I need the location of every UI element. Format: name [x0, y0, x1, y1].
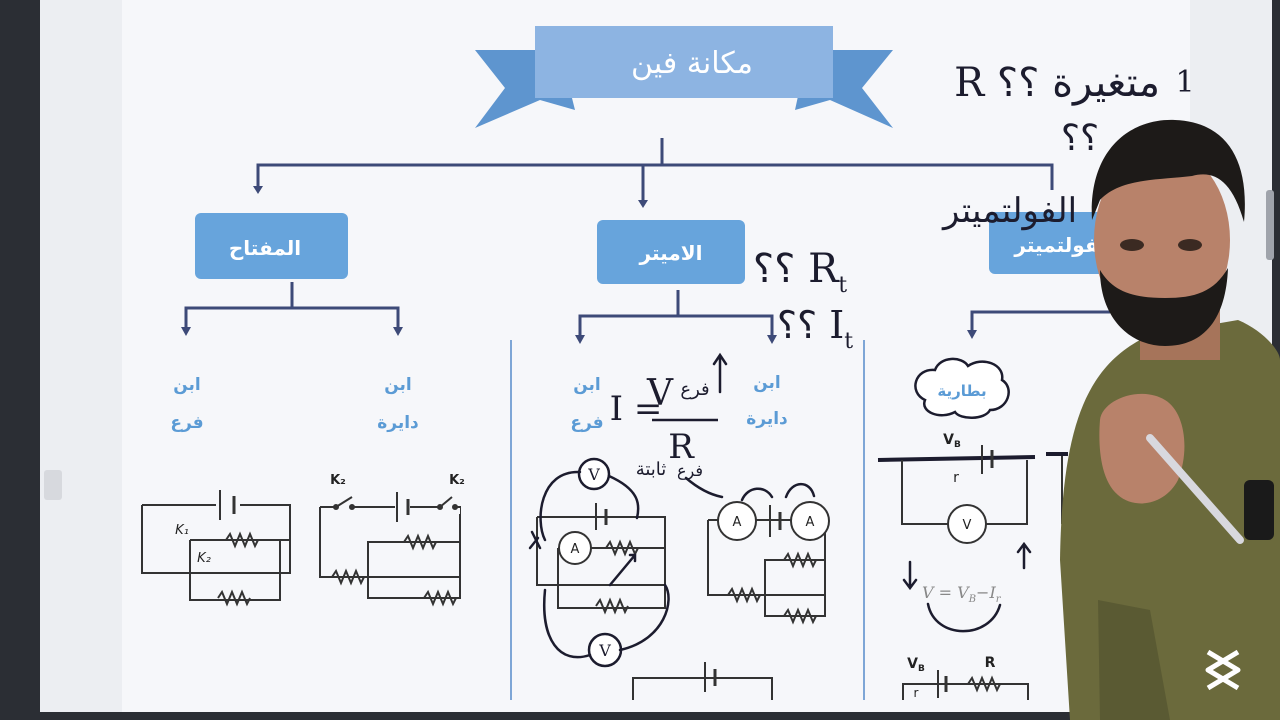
ammeter-symbol-branch — [558, 531, 592, 565]
hw-rt: ؟؟ Rt — [753, 246, 847, 298]
ammeter-right-line1: ابن — [753, 373, 781, 393]
k2-right-label: K₂ — [449, 473, 465, 488]
hw-current-formula: I = V فرع R فرع ثابتة — [610, 352, 728, 499]
presenter — [1060, 119, 1280, 720]
switch-circuit-branch: K₁ K₂ — [141, 490, 291, 607]
ammeter-left-line1: ابن — [573, 375, 601, 395]
ammeter-right-line2: دايرة — [746, 409, 788, 429]
switch-left-line1: ابن — [173, 375, 201, 395]
side-handle — [44, 470, 62, 500]
voltmeter-v-label: V — [963, 518, 972, 533]
hw-line2: ؟؟ — [1061, 118, 1099, 159]
ammeter-a-label: A — [571, 542, 580, 557]
hw-v: V — [646, 373, 674, 414]
k2-left-label: K₂ — [330, 473, 346, 488]
switch-circuit-main: K₂ K₂ — [319, 473, 465, 607]
switch-box: المفتاح — [195, 213, 348, 279]
switch-right-line1: ابن — [384, 375, 412, 395]
presenter-head — [1094, 148, 1230, 332]
hw-line1: R متغيرة ؟؟ — [954, 60, 1160, 106]
banner-title: مكانة فين — [631, 46, 753, 81]
battery-cloud: بطارية — [914, 357, 1010, 419]
scrollbar[interactable] — [1266, 190, 1274, 260]
voltmeter-circuit: V VB r — [877, 432, 1068, 544]
hw-thabta: ثابتة — [636, 459, 667, 480]
ammeter-box-label: الاميتر — [639, 241, 703, 265]
ammeter-main-a1: A — [733, 515, 742, 530]
r-small-label: r — [953, 470, 959, 486]
top-tree-lines — [253, 138, 1054, 208]
voltmeter-circuit-bottom: VB R r — [902, 655, 1029, 700]
ammeter-circuit-main: A A — [707, 482, 830, 625]
handwriting-top-right: R متغيرة ؟؟ 1 ؟؟ الفولتميتر — [941, 60, 1195, 231]
k2-label: K₂ — [197, 551, 211, 566]
voltmeter-top-label: V — [587, 465, 600, 484]
formula-text: V = VB−Ir — [922, 583, 1002, 605]
vb-label: VB — [943, 432, 961, 450]
hw-it: ؟؟ It — [777, 303, 853, 354]
hw-v-sub: فرع — [680, 379, 709, 400]
hw-i-equals: I = — [610, 389, 663, 429]
ammeter-circuit-bottom — [632, 662, 773, 700]
capcut-logo-icon — [1205, 649, 1241, 691]
hw-line3: الفولتميتر — [941, 191, 1077, 231]
sub-tree-lines — [181, 282, 1110, 344]
battery-cloud-label: بطارية — [937, 382, 986, 400]
ammeter-main-a2: A — [806, 515, 815, 530]
hw-r: R — [668, 427, 695, 467]
hw-num: 1 — [1175, 65, 1194, 100]
hw-r-sub: فرع — [677, 461, 703, 480]
title-ribbon: مكانة فين — [475, 26, 893, 128]
ammeter-circuit-branch: A V V — [528, 457, 670, 668]
vb2-label: VB — [907, 656, 925, 674]
k1-label: K₁ — [175, 523, 189, 538]
voltmeter-symbol-top — [577, 457, 611, 491]
ammeter-box: الاميتر — [597, 220, 745, 284]
switch-right-line2: دايرة — [377, 413, 419, 433]
r-small2-label: r — [914, 686, 919, 700]
ammeter-left-line2: فرع — [570, 413, 603, 433]
voltmeter-bottom-label: V — [598, 641, 611, 660]
switch-left-line2: فرع — [170, 413, 203, 433]
terminal-voltage-formula: V = VB−Ir — [902, 541, 1032, 633]
r-big-label: R — [985, 655, 996, 671]
switch-box-label: المفتاح — [229, 236, 301, 260]
